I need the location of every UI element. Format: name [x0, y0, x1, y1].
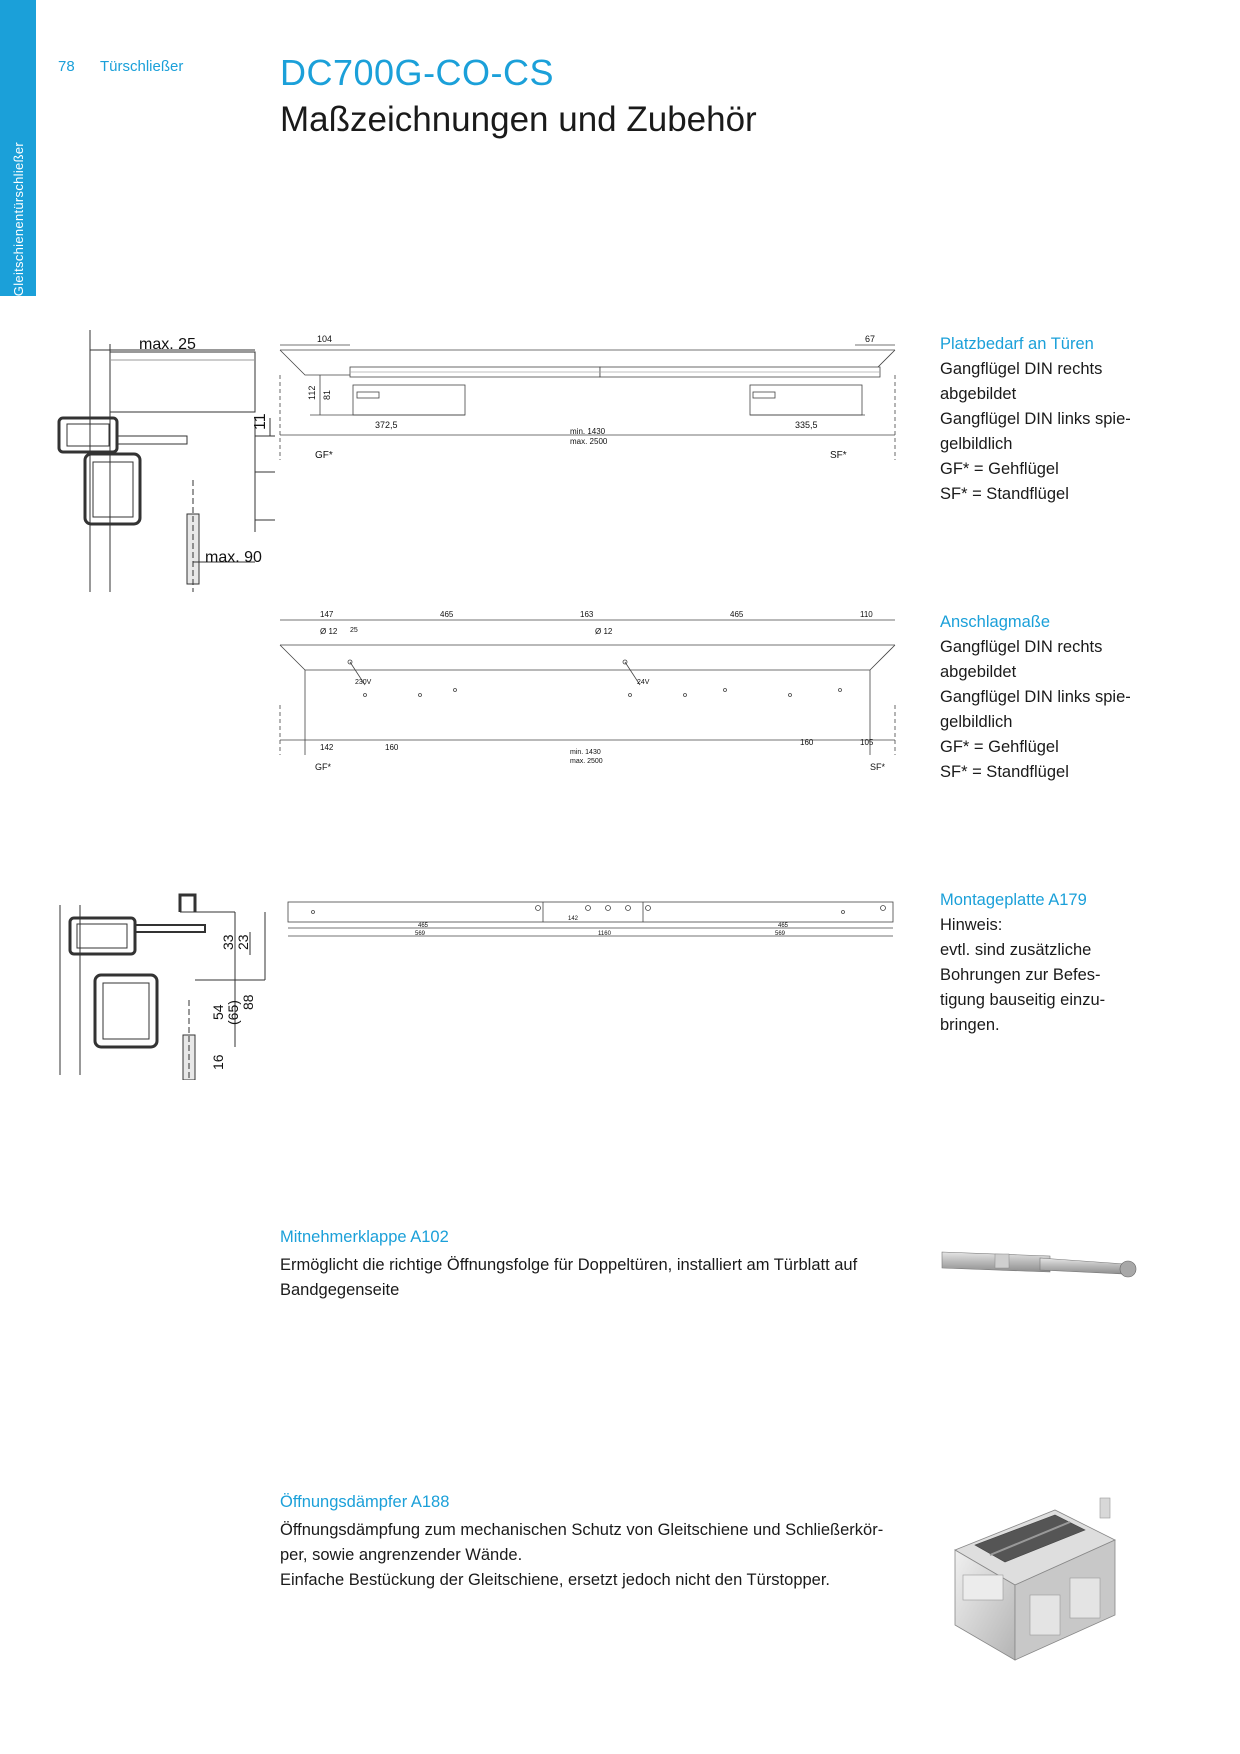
montageplatte-line: tigung bauseitig einzu- [940, 991, 1106, 1009]
montageplatte-line: evtl. sind zusätzliche [940, 941, 1092, 959]
dim-max: max. 2500 [570, 437, 608, 446]
dim-569-a: 569 [415, 931, 426, 937]
page-title: DC700G-CO-CS [280, 52, 555, 93]
dim-81: 81 [322, 390, 332, 400]
dim-465-b: 465 [730, 610, 744, 619]
oeffnungsdaempfer-heading: Öffnungsdämpfer A188 [280, 1493, 450, 1511]
oeffnungsdaempfer-product-image [954, 1497, 1116, 1661]
mitnehmerklappe-line: Bandgegenseite [280, 1281, 400, 1299]
dim-163: 163 [580, 610, 594, 619]
dim-54: 54 [210, 1004, 226, 1020]
dim-105: 105 [860, 738, 874, 747]
dim-465-a: 465 [440, 610, 454, 619]
dim-max: max. 2500 [570, 758, 603, 765]
dim-dia-12-a: Ø 12 [320, 627, 338, 636]
platzbedarf-drawing: 104 67 112 81 372,5 335,5 min. 1430 max.… [279, 334, 896, 461]
dim-67: 67 [865, 334, 875, 344]
montageplatte-heading: Montageplatte A179 [940, 891, 1087, 909]
oeffnungsdaempfer-description: Öffnungsdämpfung zum mechanischen Schutz… [280, 1518, 920, 1593]
dim-65: (65) [225, 1000, 241, 1025]
dim-335-5: 335,5 [795, 420, 818, 430]
platzbedarf-line: Gangflügel DIN links spie- [940, 410, 1131, 428]
dim-160-b: 160 [800, 738, 814, 747]
oeffnungsdaempfer-line: Öffnungsdämpfung zum mechanischen Schutz… [280, 1521, 884, 1539]
dim-23: 23 [235, 934, 251, 950]
platzbedarf-line: SF* = Standflügel [940, 485, 1069, 503]
anschlagmasse-heading: Anschlagmaße [940, 613, 1051, 631]
dim-11: 11 [252, 413, 269, 430]
label-gf: GF* [315, 450, 333, 461]
page-subtitle: Maßzeichnungen und Zubehör [280, 100, 757, 139]
oeffnungsdaempfer-line: per, sowie angrenzender Wände. [280, 1546, 523, 1564]
montageplatte-side-drawing: 33 23 54 (65) 88 16 [59, 893, 266, 1080]
dim-160-a: 160 [385, 743, 399, 752]
anschlagmasse-line: SF* = Standflügel [940, 763, 1069, 781]
platzbedarf-line: Gangflügel DIN rechts [940, 360, 1103, 378]
dim-112: 112 [307, 386, 317, 400]
dim-465-b: 465 [778, 923, 789, 929]
dim-min: min. 1430 [570, 749, 601, 756]
dim-147: 147 [320, 610, 334, 619]
dim-1160: 1160 [598, 931, 612, 937]
mitnehmerklappe-description: Ermöglicht die richtige Öffnungsfolge fü… [280, 1253, 920, 1303]
montageplatte-top-drawing: 465 569 142 1160 465 569 [287, 901, 894, 937]
dim-142: 142 [320, 743, 334, 752]
montageplatte-line: Hinweis: [940, 916, 1003, 934]
dim-max-90: max. 90 [205, 549, 262, 566]
dim-569-b: 569 [775, 931, 786, 937]
label-sf: SF* [870, 762, 886, 772]
anschlagmasse-line: Gangflügel DIN rechts [940, 638, 1103, 656]
montageplatte-line: bringen. [940, 1016, 1000, 1034]
dim-16: 16 [210, 1054, 226, 1070]
section-name: Türschließer [100, 58, 184, 75]
mitnehmerklappe-heading: Mitnehmerklappe A102 [280, 1228, 449, 1246]
platzbedarf-heading: Platzbedarf an Türen [940, 335, 1094, 353]
dim-88: 88 [240, 994, 256, 1010]
platzbedarf-line: abgebildet [940, 385, 1017, 403]
page-number: 78 [58, 58, 75, 75]
anschlagmasse-drawing: 147 465 163 465 110 Ø 12 25 Ø 12 230V 24… [279, 610, 896, 772]
label-sf: SF* [830, 450, 847, 461]
mitnehmerklappe-product-image [941, 1251, 1137, 1278]
oeffnungsdaempfer-line: Einfache Bestückung der Gleitschiene, er… [280, 1571, 831, 1589]
closer-side-view-drawing: max. 25 11 65 16 max. 90 [57, 330, 275, 592]
label-gf: GF* [315, 762, 331, 772]
dim-104: 104 [317, 334, 332, 344]
dim-110: 110 [860, 610, 873, 619]
dim-465-a: 465 [418, 923, 429, 929]
platzbedarf-block: Platzbedarf an Türen Gangflügel DIN rech… [940, 332, 1190, 507]
anschlagmasse-line: Gangflügel DIN links spie- [940, 688, 1131, 706]
platzbedarf-line: GF* = Gehflügel [940, 460, 1059, 478]
anschlagmasse-line: GF* = Gehflügel [940, 738, 1059, 756]
mitnehmerklappe-line: Ermöglicht die richtige Öffnungsfolge fü… [280, 1256, 858, 1274]
label-24v: 24V [637, 679, 650, 686]
montageplatte-line: Bohrungen zur Befes- [940, 966, 1101, 984]
sidebar-label: Gleitschienentürschließer [10, 141, 26, 296]
dim-372-5: 372,5 [375, 420, 398, 430]
anschlagmasse-block: Anschlagmaße Gangflügel DIN rechts abgeb… [940, 610, 1190, 785]
label-230v: 230V [355, 679, 372, 686]
dim-142: 142 [568, 916, 579, 922]
anschlagmasse-line: gelbildlich [940, 713, 1013, 731]
dim-33: 33 [220, 934, 236, 950]
anschlagmasse-line: abgebildet [940, 663, 1017, 681]
dim-min: min. 1430 [570, 427, 606, 436]
platzbedarf-line: gelbildlich [940, 435, 1013, 453]
sidebar-tab: Gleitschienentürschließer [0, 0, 36, 296]
dim-dia-12-b: Ø 12 [595, 627, 613, 636]
dim-max-25: max. 25 [139, 336, 196, 353]
montageplatte-block: Montageplatte A179 Hinweis: evtl. sind z… [940, 888, 1190, 1038]
dim-25: 25 [350, 627, 358, 634]
